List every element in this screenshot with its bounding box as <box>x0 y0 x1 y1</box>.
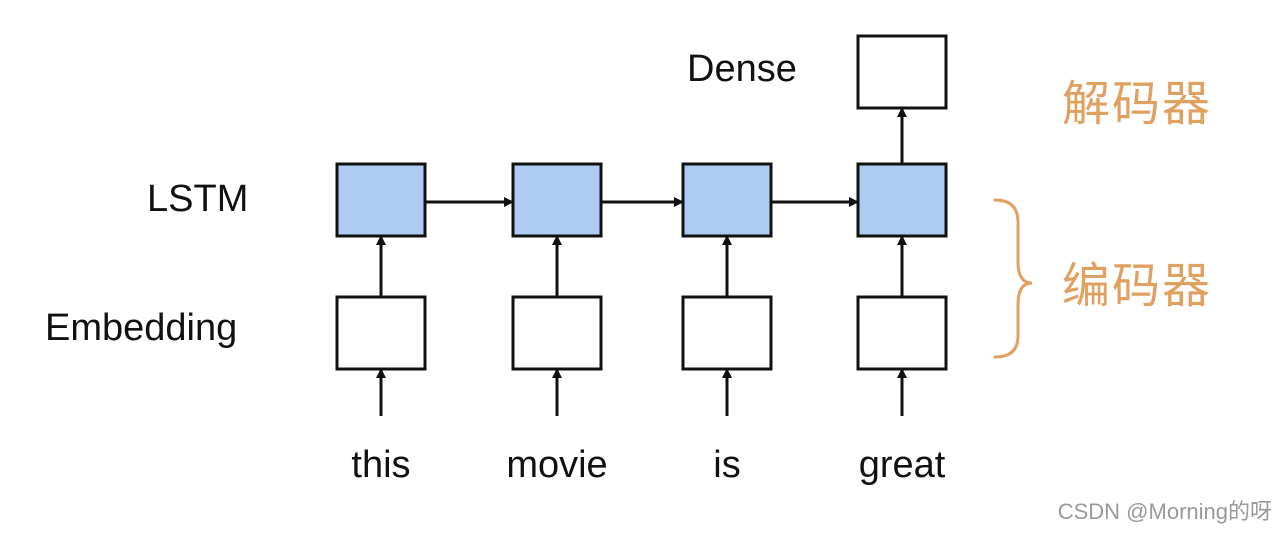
embedding-box-movie <box>511 295 603 371</box>
token-movie: movie <box>506 444 608 486</box>
token-is: is <box>713 444 741 486</box>
decoder-label: 解码器 <box>1062 76 1213 132</box>
token-this: this <box>351 444 411 486</box>
encoder-label: 编码器 <box>1062 258 1213 314</box>
lstm-layer-label: LSTM <box>147 178 249 220</box>
lstm-box-movie <box>511 162 603 238</box>
lstm-box-great <box>856 162 948 238</box>
embedding-box-is <box>681 295 773 371</box>
encoder-brace <box>993 198 1033 359</box>
embedding-box-great <box>856 295 948 371</box>
dense-layer-label: Dense <box>687 48 797 90</box>
watermark: CSDN @Morning的呀 <box>1057 499 1272 524</box>
dense-box <box>856 34 948 110</box>
lstm-box-this <box>335 162 427 238</box>
embedding-box-this <box>335 295 427 371</box>
embedding-layer-label: Embedding <box>45 307 238 349</box>
token-great: great <box>858 444 946 486</box>
lstm-box-is <box>681 162 773 238</box>
